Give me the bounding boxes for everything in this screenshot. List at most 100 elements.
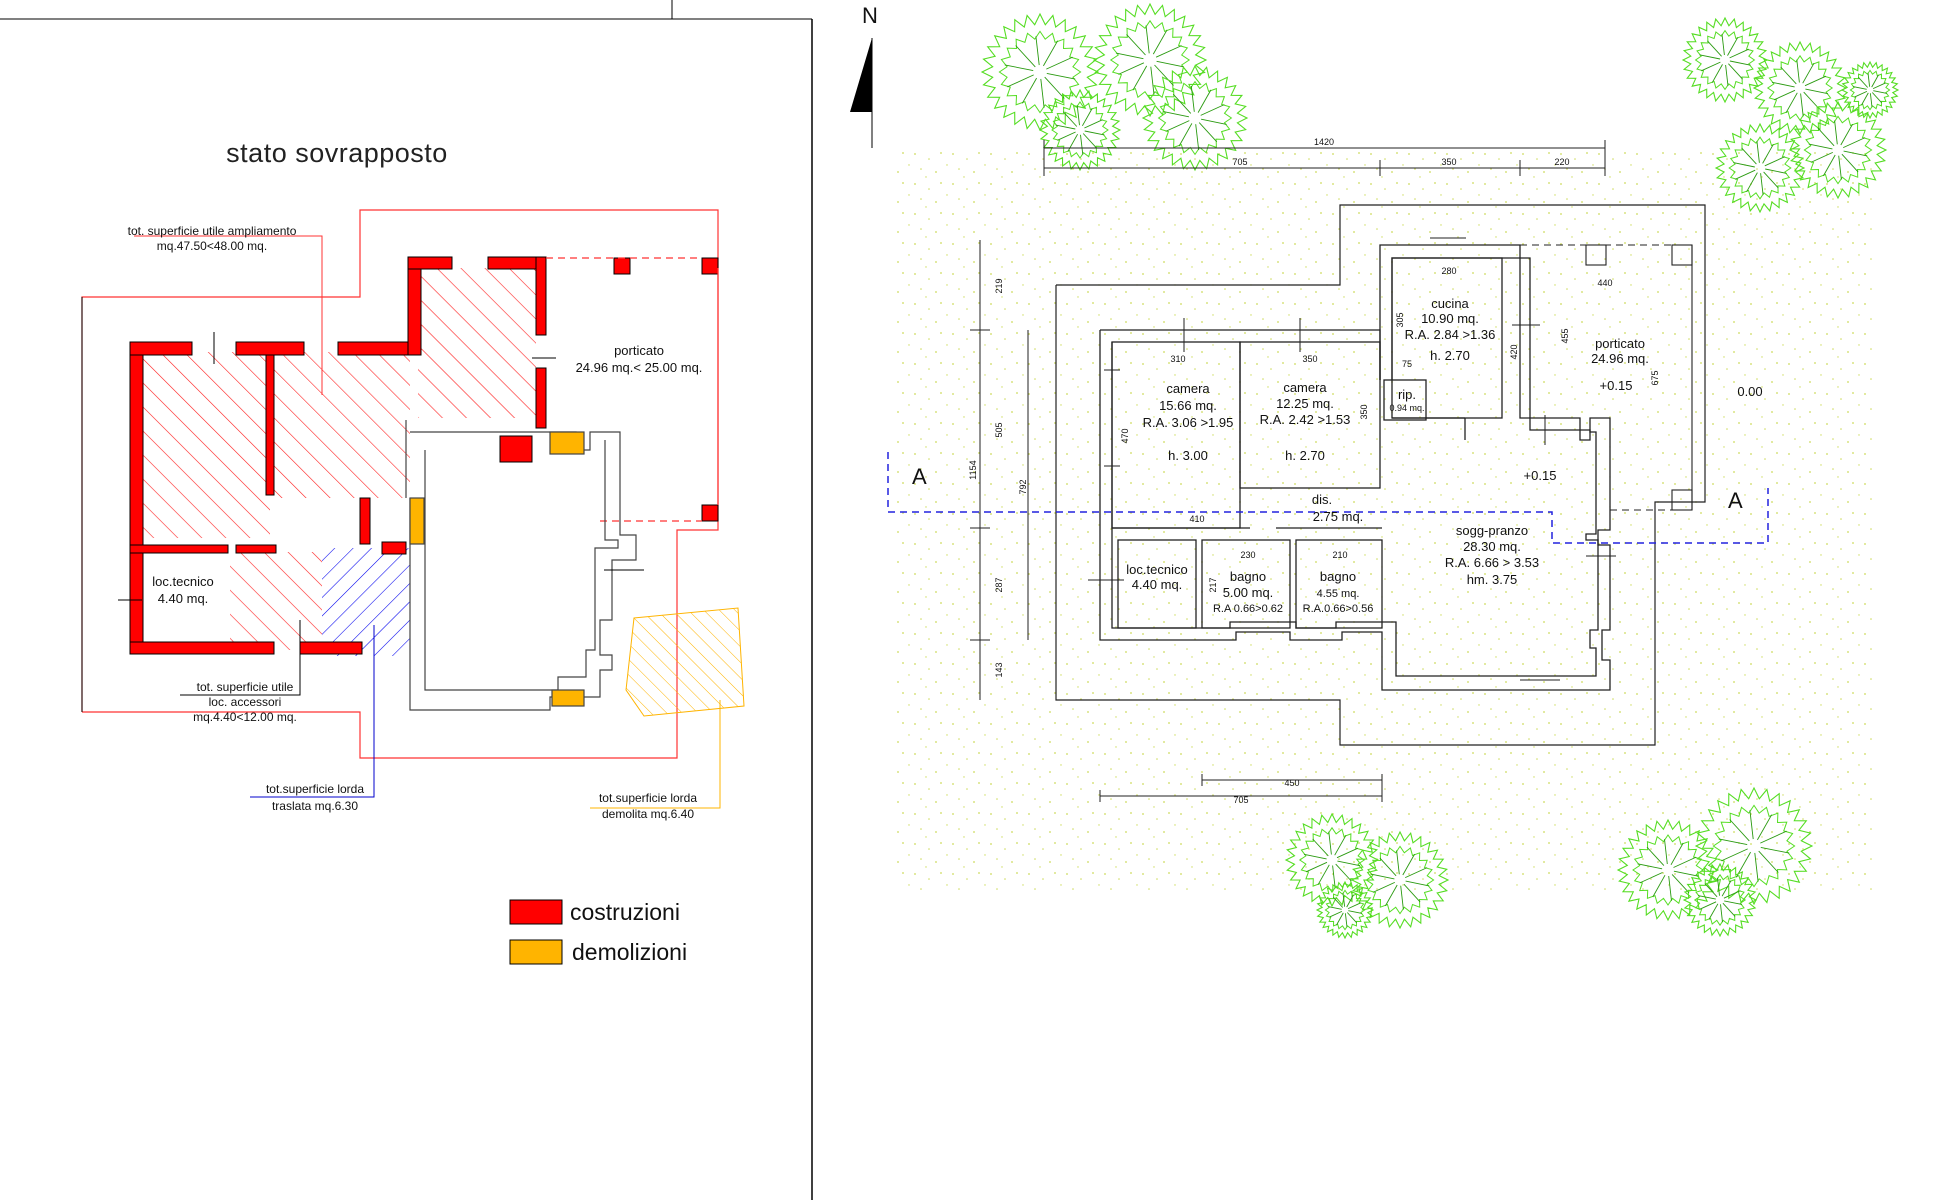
svg-text:143: 143 [994, 662, 1004, 677]
svg-text:28.30 mq.: 28.30 mq. [1463, 539, 1521, 554]
loc-tecnico-label-left: loc.tecnico [152, 574, 213, 589]
svg-text:5.00 mq.: 5.00 mq. [1223, 585, 1274, 600]
leader-ampliamento [134, 235, 323, 395]
room-cucina: cucina 10.90 mq. R.A. 2.84 >1.36 h. 2.70 [1405, 296, 1496, 363]
ampliamento-boundary [81, 209, 719, 759]
left-panel: stato sovrapposto [0, 0, 813, 1200]
svg-text:h. 3.00: h. 3.00 [1168, 448, 1208, 463]
ampliamento-value: mq.47.50<48.00 mq. [157, 239, 267, 253]
svg-text:sogg-pranzo: sogg-pranzo [1456, 523, 1528, 538]
svg-text:75: 75 [1402, 359, 1412, 369]
leader-traslata [250, 625, 375, 798]
accessori-line3: mq.4.40<12.00 mq. [193, 710, 297, 724]
svg-text:rip.: rip. [1398, 387, 1416, 402]
svg-text:h. 2.70: h. 2.70 [1285, 448, 1325, 463]
right-panel: N [850, 2, 1900, 940]
dimension-labels: 1420 705 350 220 219 505 1154 792 287 14… [968, 137, 1660, 805]
grass-area [895, 150, 1875, 890]
hatch-traslata [322, 548, 410, 656]
svg-text:bagno: bagno [1230, 569, 1266, 584]
window-marks-right [1088, 237, 1616, 681]
room-bagno-1: bagno 5.00 mq. R.A 0.66>0.62 [1213, 569, 1283, 615]
ampliamento-title: tot. superficie utile ampliamento [128, 224, 297, 238]
svg-text:bagno: bagno [1320, 569, 1356, 584]
svg-text:porticato: porticato [1595, 336, 1645, 351]
new-walls [129, 256, 719, 655]
traslata-line2: traslata mq.6.30 [272, 799, 358, 813]
leader-demolita [590, 700, 721, 809]
svg-text:R.A. 2.42 >1.53: R.A. 2.42 >1.53 [1260, 412, 1351, 427]
demolita-line1: tot.superficie lorda [599, 791, 697, 805]
svg-text:217: 217 [1208, 577, 1218, 592]
traslata-line1: tot.superficie lorda [266, 782, 364, 796]
floor-plan-walls [1099, 244, 1611, 691]
svg-text:280: 280 [1441, 266, 1456, 276]
window-marks [118, 332, 644, 601]
svg-text:450: 450 [1284, 778, 1299, 788]
svg-text:12.25 mq.: 12.25 mq. [1276, 396, 1334, 411]
svg-text:R.A.0.66>0.56: R.A.0.66>0.56 [1303, 603, 1374, 615]
svg-text:R.A. 6.66 > 3.53: R.A. 6.66 > 3.53 [1445, 555, 1539, 570]
svg-text:350: 350 [1359, 404, 1369, 419]
svg-text:+0.15: +0.15 [1600, 378, 1633, 393]
svg-text:2.75 mq.: 2.75 mq. [1313, 509, 1364, 524]
svg-text:310: 310 [1170, 354, 1185, 364]
svg-text:loc.tecnico: loc.tecnico [1126, 562, 1187, 577]
room-camera-2: camera 12.25 mq. R.A. 2.42 >1.53 h. 2.70 [1260, 380, 1351, 463]
porticato-label-left: porticato [614, 343, 664, 358]
level-plus015: +0.15 [1524, 468, 1557, 483]
svg-text:cucina: cucina [1431, 296, 1469, 311]
legend-label-costruzioni: costruzioni [570, 899, 680, 925]
hatch-area-4 [230, 552, 322, 650]
room-disimpegno: dis. 2.75 mq. [1312, 492, 1363, 524]
hatch-area-1 [142, 352, 270, 538]
room-porticato: porticato 24.96 mq. +0.15 [1591, 336, 1649, 393]
leader-accessori [180, 620, 301, 696]
svg-text:287: 287 [994, 577, 1004, 592]
svg-text:camera: camera [1166, 381, 1210, 396]
room-camera-1: camera 15.66 mq. R.A. 3.06 >1.95 h. 3.00 [1143, 381, 1234, 463]
svg-text:210: 210 [1332, 550, 1347, 560]
svg-text:1154: 1154 [968, 460, 978, 479]
north-label: N [862, 3, 878, 28]
svg-text:305: 305 [1395, 312, 1405, 327]
demolita-line2: demolita mq.6.40 [602, 807, 694, 821]
north-arrow [850, 38, 872, 112]
svg-text:505: 505 [994, 422, 1004, 437]
svg-text:350: 350 [1441, 157, 1456, 167]
outer-perimeter [1055, 204, 1706, 746]
hatch-area-2 [270, 352, 410, 498]
room-bagno-2: bagno 4.55 mq. R.A.0.66>0.56 [1303, 569, 1374, 615]
trees [980, 2, 1900, 940]
svg-text:h. 2.70: h. 2.70 [1430, 348, 1470, 363]
svg-text:410: 410 [1189, 514, 1204, 524]
legend-label-demolizioni: demolizioni [572, 939, 687, 965]
accessori-line1: tot. superficie utile [197, 680, 294, 694]
room-ripostiglio: rip. 0.94 mq. [1389, 387, 1424, 413]
existing-building [405, 420, 637, 711]
svg-text:350: 350 [1302, 354, 1317, 364]
svg-text:15.66 mq.: 15.66 mq. [1159, 398, 1217, 413]
svg-text:230: 230 [1240, 550, 1255, 560]
accessori-line2: loc. accessori [209, 695, 282, 709]
svg-text:camera: camera [1283, 380, 1327, 395]
section-label-left: A [912, 464, 927, 489]
porticato-area-left: 24.96 mq.< 25.00 mq. [576, 360, 703, 375]
legend-swatch-costruzioni [509, 899, 563, 925]
dimension-lines [970, 140, 1606, 802]
svg-text:4.55 mq.: 4.55 mq. [1317, 588, 1360, 600]
svg-text:220: 220 [1554, 157, 1569, 167]
svg-text:R.A. 3.06 >1.95: R.A. 3.06 >1.95 [1143, 415, 1234, 430]
svg-text:705: 705 [1233, 795, 1248, 805]
porch-outline [1520, 244, 1693, 511]
svg-text:0.94 mq.: 0.94 mq. [1389, 403, 1424, 413]
level-zero: 0.00 [1737, 384, 1762, 399]
svg-text:10.90 mq.: 10.90 mq. [1421, 311, 1479, 326]
svg-text:705: 705 [1232, 157, 1247, 167]
svg-text:440: 440 [1597, 278, 1612, 288]
svg-text:4.40 mq.: 4.40 mq. [1132, 577, 1183, 592]
svg-text:R.A. 2.84 >1.36: R.A. 2.84 >1.36 [1405, 327, 1496, 342]
section-line [887, 452, 1769, 544]
drawing-title: stato sovrapposto [226, 138, 448, 168]
